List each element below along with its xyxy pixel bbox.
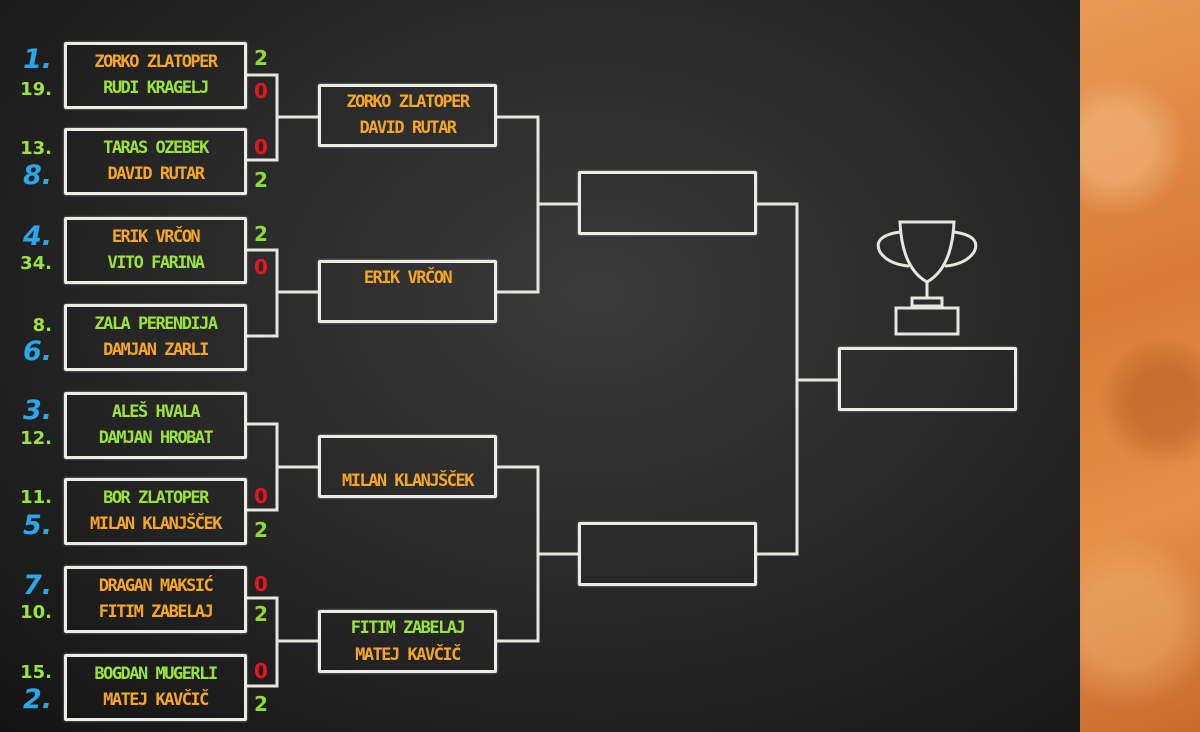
trophy-icon [876,220,978,336]
seed-number: 1. [22,44,52,75]
player-name: RUDI KRAGELJ [103,78,209,98]
seed-number: 2. [22,684,52,715]
clay-court-strip [1080,0,1200,732]
match-box-r1-6[interactable] [64,478,247,545]
player-name: ALEŠ HVALA [111,402,201,422]
player-name: DAVID RUTAR [359,118,457,138]
player-name: ZORKO ZLATOPER [94,52,218,72]
set-score: 2 [254,222,268,246]
match-box-r1-3[interactable] [64,217,247,284]
player-name: MATEJ KAVČIČ [355,645,461,665]
set-score: 2 [254,168,268,192]
player-name: MATEJ KAVČIČ [103,690,209,710]
seed-number: 8. [22,160,52,191]
set-score: 2 [254,692,268,716]
player-name: ZORKO ZLATOPER [346,92,470,112]
match-box-sf-1[interactable] [578,171,757,235]
player-name: VITO FARINA [107,253,205,273]
seed-number: 19. [20,79,52,100]
seed-number: 3. [22,395,52,426]
seed-number: 13. [20,138,52,159]
match-box-qf-3[interactable] [318,435,497,498]
player-name: TARAS OZEBEK [103,138,209,158]
set-score: 2 [254,602,268,626]
match-box-qf-4[interactable] [318,610,497,673]
match-box-qf-2[interactable] [318,260,497,323]
match-box-r1-7[interactable] [64,566,247,633]
player-name: ERIK VRČON [111,227,201,247]
seed-number: 6. [22,336,52,367]
player-name: DRAGAN MAKSIĆ [98,576,214,596]
bracket-lines [245,73,978,688]
seed-number: 8. [32,315,52,336]
set-score: 0 [254,484,268,508]
player-name: FITIM ZABELAJ [350,618,466,638]
set-score: 0 [254,255,268,279]
match-box-sf-2[interactable] [578,522,757,586]
seed-number: 15. [20,662,52,683]
player-name: BOGDAN MUGERLI [94,664,218,684]
set-score: 0 [254,659,268,683]
set-score: 2 [254,46,268,70]
match-box-qf-1[interactable] [318,84,497,147]
match-box-r1-8[interactable] [64,654,247,721]
seed-number: 12. [20,428,52,449]
player-name: DAMJAN ZARLI [103,340,209,360]
match-box-r1-2[interactable] [64,128,247,195]
player-name: MILAN KLANJŠČEK [341,471,475,491]
set-score: 0 [254,79,268,103]
player-name: DAMJAN HROBAT [98,428,214,448]
seed-number: 34. [20,253,52,274]
match-box-final[interactable] [838,347,1017,411]
seed-number: 10. [20,602,52,623]
player-name: DAVID RUTAR [107,164,205,184]
seed-number: 7. [22,570,52,601]
player-name: FITIM ZABELAJ [98,602,214,622]
match-box-r1-4[interactable] [64,304,247,371]
seed-number: 11. [20,487,52,508]
player-name: ZALA PERENDIJA [94,314,218,334]
player-name: MILAN KLANJŠČEK [89,514,223,534]
match-box-r1-1[interactable] [64,42,247,109]
chalkboard-background [0,0,1080,732]
seed-number: 4. [22,221,52,252]
match-box-r1-5[interactable] [64,392,247,459]
player-name: BOR ZLATOPER [103,488,209,508]
seed-number: 5. [22,510,52,541]
set-score: 0 [254,135,268,159]
set-score: 2 [254,518,268,542]
player-name: ERIK VRČON [363,268,453,288]
set-score: 0 [254,572,268,596]
